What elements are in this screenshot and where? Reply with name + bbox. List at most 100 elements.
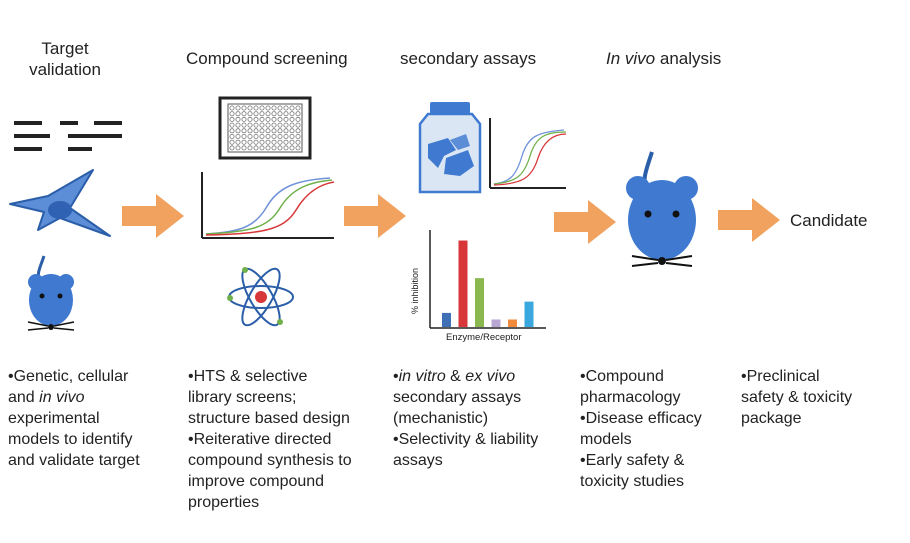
cell-icon: [9, 169, 111, 237]
plate-well: [259, 145, 265, 151]
culture-flask-icon: [418, 102, 482, 194]
plate-well: [271, 105, 277, 111]
plate-well: [295, 139, 301, 145]
plate-well: [295, 134, 301, 140]
plate-well: [271, 122, 277, 128]
plate-well: [253, 139, 259, 145]
plate-well: [265, 139, 271, 145]
desc-secondary-line: secondary assays: [393, 389, 522, 406]
gene-sequence-icon: [14, 121, 122, 151]
mouse-large-icon: [626, 151, 698, 267]
dose-response-curve-small: [489, 118, 567, 189]
arrow-4: [718, 198, 780, 242]
plate-well: [283, 105, 289, 111]
plate-well: [247, 134, 253, 140]
desc-screening-line: properties: [188, 494, 260, 511]
plate-well: [277, 134, 283, 140]
desc-invivo-line: •Disease efficacy: [580, 410, 702, 427]
plate-well: [241, 105, 247, 111]
plate-well: [235, 145, 241, 151]
plate-well: [229, 145, 235, 151]
plate-well: [283, 134, 289, 140]
plate-well: [241, 122, 247, 128]
desc-screening-line: compound synthesis to: [188, 452, 352, 469]
plate-well: [241, 116, 247, 122]
plate-well: [235, 139, 241, 145]
stage-title-secondary-assays: secondary assays: [400, 49, 537, 68]
bar-6: [524, 301, 534, 327]
desc-secondary-line: assays: [393, 452, 443, 469]
plate-well: [295, 128, 301, 134]
plate-well: [271, 116, 277, 122]
plate-well: [235, 128, 241, 134]
description-candidate: •Preclinical safety & toxicity package: [741, 366, 901, 429]
plate-well: [241, 111, 247, 117]
desc-target-line: and in vivo: [8, 389, 85, 406]
plate-well: [265, 116, 271, 122]
desc-invivo-line: •Compound: [580, 368, 664, 385]
stage-title-target-validation: Target validation: [20, 38, 110, 80]
well-plate-icon: [218, 96, 312, 160]
plate-well: [235, 111, 241, 117]
desc-screening-line: library screens;: [188, 389, 297, 406]
desc-screening-line: •HTS & selective: [188, 368, 308, 385]
bar-chart-xlabel: Enzyme/Receptor: [446, 332, 522, 343]
desc-screening-line: •Reiterative directed: [188, 431, 332, 448]
plate-well: [253, 128, 259, 134]
plate-well: [229, 111, 235, 117]
desc-invivo-line: toxicity studies: [580, 473, 685, 490]
plate-well: [289, 105, 295, 111]
desc-invivo-line: pharmacology: [580, 389, 681, 406]
bar-5: [508, 319, 517, 327]
description-in-vivo-analysis: •Compound pharmacology •Disease efficacy…: [580, 366, 740, 492]
plate-well: [289, 116, 295, 122]
desc-target-line: •Genetic, cellular: [8, 368, 129, 385]
bar-chart-ylabel: % inhibition: [410, 268, 420, 314]
plate-well: [271, 145, 277, 151]
plate-well: [265, 145, 271, 151]
plate-well: [295, 145, 301, 151]
plate-well: [241, 134, 247, 140]
plate-well: [259, 139, 265, 145]
plate-well: [259, 122, 265, 128]
plate-well: [235, 105, 241, 111]
description-compound-screening: •HTS & selective library screens; struct…: [188, 366, 388, 513]
plate-well: [253, 145, 259, 151]
plate-well: [241, 145, 247, 151]
desc-candidate-line: •Preclinical: [741, 368, 820, 385]
desc-invivo-line: models: [580, 431, 632, 448]
plate-well: [259, 111, 265, 117]
stage-title-candidate: Candidate: [790, 211, 868, 230]
plate-well: [235, 122, 241, 128]
plate-well: [259, 105, 265, 111]
stage-title-compound-screening: Compound screening: [186, 49, 348, 68]
plate-well: [265, 134, 271, 140]
plate-well: [235, 134, 241, 140]
plate-well: [289, 111, 295, 117]
plate-well: [271, 128, 277, 134]
plate-well: [229, 105, 235, 111]
plate-well: [277, 111, 283, 117]
plate-well: [271, 111, 277, 117]
mouse-small-icon: [27, 255, 75, 331]
plate-well: [241, 128, 247, 134]
plate-well: [229, 134, 235, 140]
plate-well: [295, 116, 301, 122]
plate-well: [247, 128, 253, 134]
bar-2: [458, 240, 468, 327]
stage-title-target-line1: Target: [41, 39, 89, 58]
plate-well: [277, 128, 283, 134]
plate-well: [295, 105, 301, 111]
stage-title-in-vivo-rest: analysis: [655, 49, 722, 68]
arrow-3: [554, 200, 616, 244]
desc-secondary-line: (mechanistic): [393, 410, 489, 427]
plate-well: [247, 105, 253, 111]
arrow-1: [122, 194, 184, 238]
arrow-2: [344, 194, 406, 238]
plate-well: [283, 139, 289, 145]
plate-well: [271, 134, 277, 140]
plate-well: [247, 139, 253, 145]
plate-well: [265, 105, 271, 111]
plate-well: [259, 116, 265, 122]
plate-well: [265, 111, 271, 117]
